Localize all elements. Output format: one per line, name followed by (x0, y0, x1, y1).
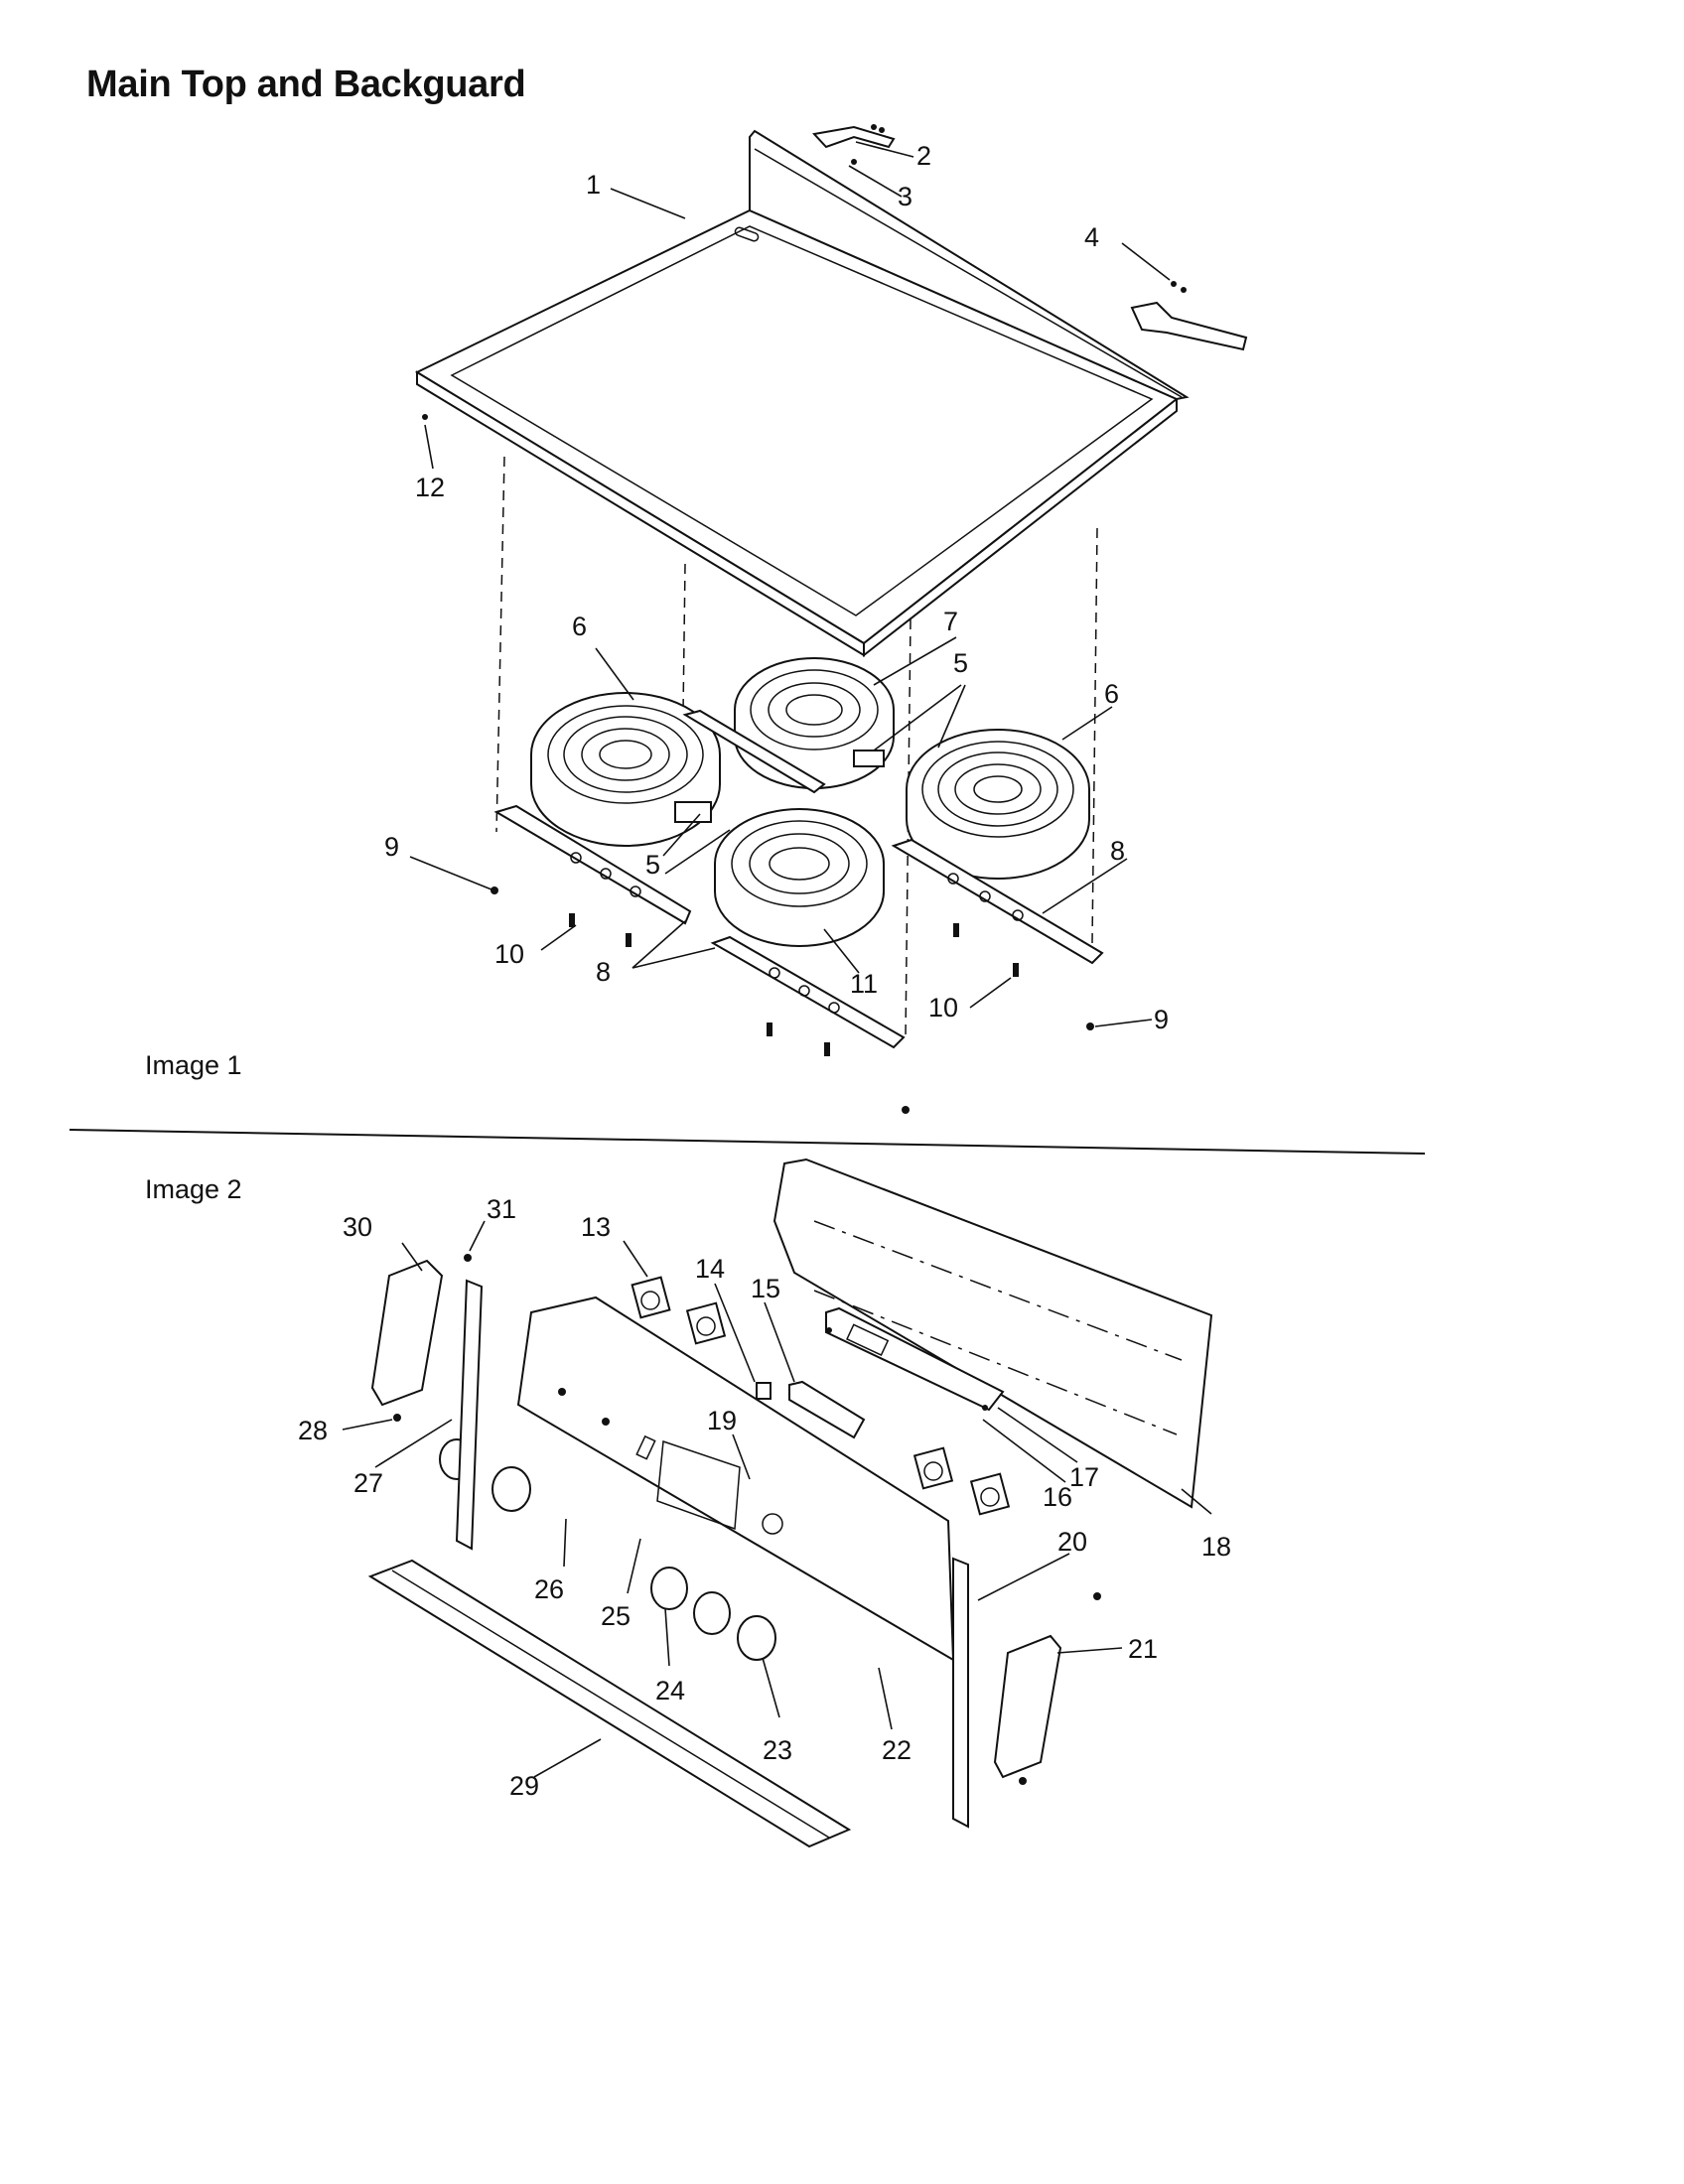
screws-image-2 (393, 1254, 1101, 1785)
support-rail-left (493, 804, 692, 925)
side-bracket-right (952, 1557, 969, 1829)
infinite-switches (631, 1276, 1011, 1516)
callout-24: 24 (655, 1676, 685, 1706)
callout-21: 21 (1128, 1634, 1158, 1664)
section-divider (69, 1129, 1426, 1155)
callout-5: 5 (645, 850, 660, 880)
side-bracket-left (455, 1279, 484, 1551)
support-rail-right (891, 838, 1104, 965)
image-1-callouts: 1 2 3 4 5 5 6 6 7 8 8 9 9 10 10 11 12 (384, 141, 1169, 1034)
callout-25: 25 (601, 1601, 631, 1631)
surface-element-rear-small (734, 657, 895, 789)
backguard-rear-panel (772, 1158, 1213, 1509)
callout-20: 20 (1057, 1527, 1087, 1557)
callout-15: 15 (751, 1274, 780, 1303)
callout-8: 8 (1110, 836, 1125, 866)
control-knobs (439, 1438, 776, 1661)
page-title: Main Top and Backguard (86, 64, 526, 105)
callout-4: 4 (1084, 222, 1099, 252)
image-1-label: Image 1 (145, 1050, 242, 1080)
callout-23: 23 (763, 1735, 792, 1765)
callout-13: 13 (581, 1212, 611, 1242)
display-membrane (788, 1380, 866, 1439)
callout-17: 17 (1069, 1462, 1099, 1492)
image-1-leader-lines (409, 141, 1171, 1027)
callout-22: 22 (882, 1735, 912, 1765)
image-2-callouts: 13 14 15 16 17 18 19 20 21 22 23 24 25 2… (298, 1194, 1231, 1801)
callout-11: 11 (850, 969, 878, 999)
callout-19: 19 (707, 1406, 737, 1435)
trim-strip (367, 1559, 852, 1848)
surface-element-front-center (714, 808, 885, 947)
callout-6: 6 (572, 612, 587, 641)
callout-9: 9 (384, 832, 399, 862)
surface-element-front-left (530, 692, 721, 847)
callout-12: 12 (415, 473, 445, 502)
callout-30: 30 (343, 1212, 372, 1242)
main-top-cooktop (414, 129, 1190, 658)
callout-8: 8 (596, 957, 611, 987)
callout-14: 14 (695, 1254, 725, 1284)
callout-29: 29 (509, 1771, 539, 1801)
callout-2: 2 (916, 141, 931, 171)
image-2-leader-lines (342, 1220, 1212, 1778)
end-cap-left (370, 1259, 444, 1407)
indicator-light (756, 1382, 772, 1400)
callout-28: 28 (298, 1416, 328, 1445)
callout-10: 10 (928, 993, 958, 1023)
callout-26: 26 (534, 1574, 564, 1604)
callout-10: 10 (494, 939, 524, 969)
callout-31: 31 (487, 1194, 516, 1224)
screws-image-1 (422, 414, 1094, 1114)
callout-5: 5 (953, 648, 968, 678)
callout-7: 7 (943, 607, 958, 636)
callout-18: 18 (1201, 1532, 1231, 1562)
callout-3: 3 (898, 182, 912, 211)
callout-16: 16 (1043, 1482, 1072, 1512)
mounting-bracket-left (812, 124, 896, 165)
callout-1: 1 (586, 170, 601, 200)
end-cap-right (993, 1634, 1062, 1779)
clock-timer-display (825, 1306, 1005, 1412)
support-rail-rear (682, 709, 826, 794)
control-panel-front (516, 1296, 955, 1662)
mounting-bracket-right (1130, 281, 1248, 351)
callout-27: 27 (353, 1468, 383, 1498)
callout-9: 9 (1154, 1005, 1169, 1034)
callout-6: 6 (1104, 679, 1119, 709)
support-rail-center (710, 935, 906, 1049)
image-2-label: Image 2 (145, 1174, 242, 1204)
